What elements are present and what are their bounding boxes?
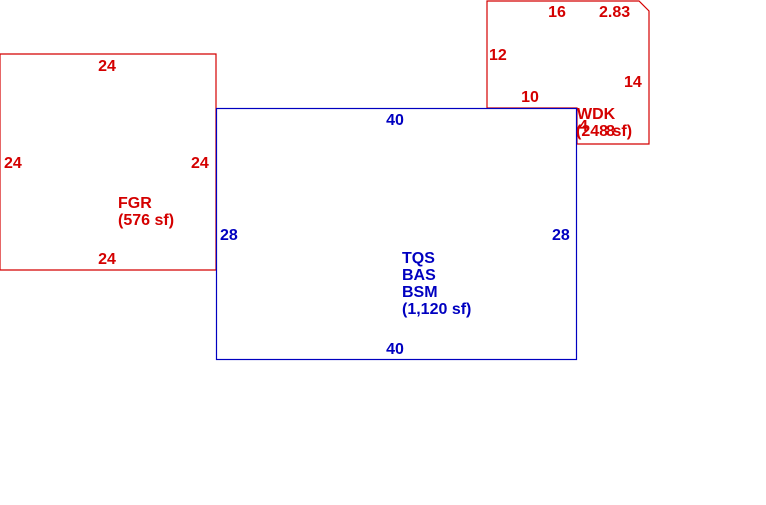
wdk-dim-corner: 2.83 — [599, 4, 630, 21]
fgr-dim-bottom: 24 — [98, 251, 116, 268]
fgr-dim-top: 24 — [98, 58, 116, 75]
wdk-area-label: (248 sf) — [576, 123, 632, 140]
wdk-dim-left: 12 — [489, 47, 507, 64]
main-dim-bottom: 40 — [386, 341, 404, 358]
main-dim-left: 28 — [220, 227, 238, 244]
main-dim-right: 28 — [552, 227, 570, 244]
main-code-tqs: TQS — [402, 250, 435, 267]
wdk-dim-step-bottom: 8 — [606, 123, 615, 140]
fgr-outline — [0, 53, 217, 271]
wdk-dim-step-left: 4 — [579, 118, 588, 135]
fgr-code-label: FGR — [118, 195, 152, 212]
wdk-dim-right: 14 — [624, 74, 642, 91]
main-area-label: (1,120 sf) — [402, 301, 471, 318]
fgr-area-label: (576 sf) — [118, 212, 174, 229]
main-code-bas: BAS — [402, 267, 436, 284]
main-dim-top: 40 — [386, 112, 404, 129]
wdk-code-label: WDK — [577, 106, 616, 123]
main-code-bsm: BSM — [402, 284, 438, 301]
main-building-outline — [215, 107, 578, 361]
fgr-dim-left: 24 — [4, 155, 22, 172]
wdk-dim-top: 16 — [548, 4, 566, 21]
fgr-dim-right: 24 — [191, 155, 209, 172]
wdk-dim-bottom-inner: 10 — [521, 89, 539, 106]
